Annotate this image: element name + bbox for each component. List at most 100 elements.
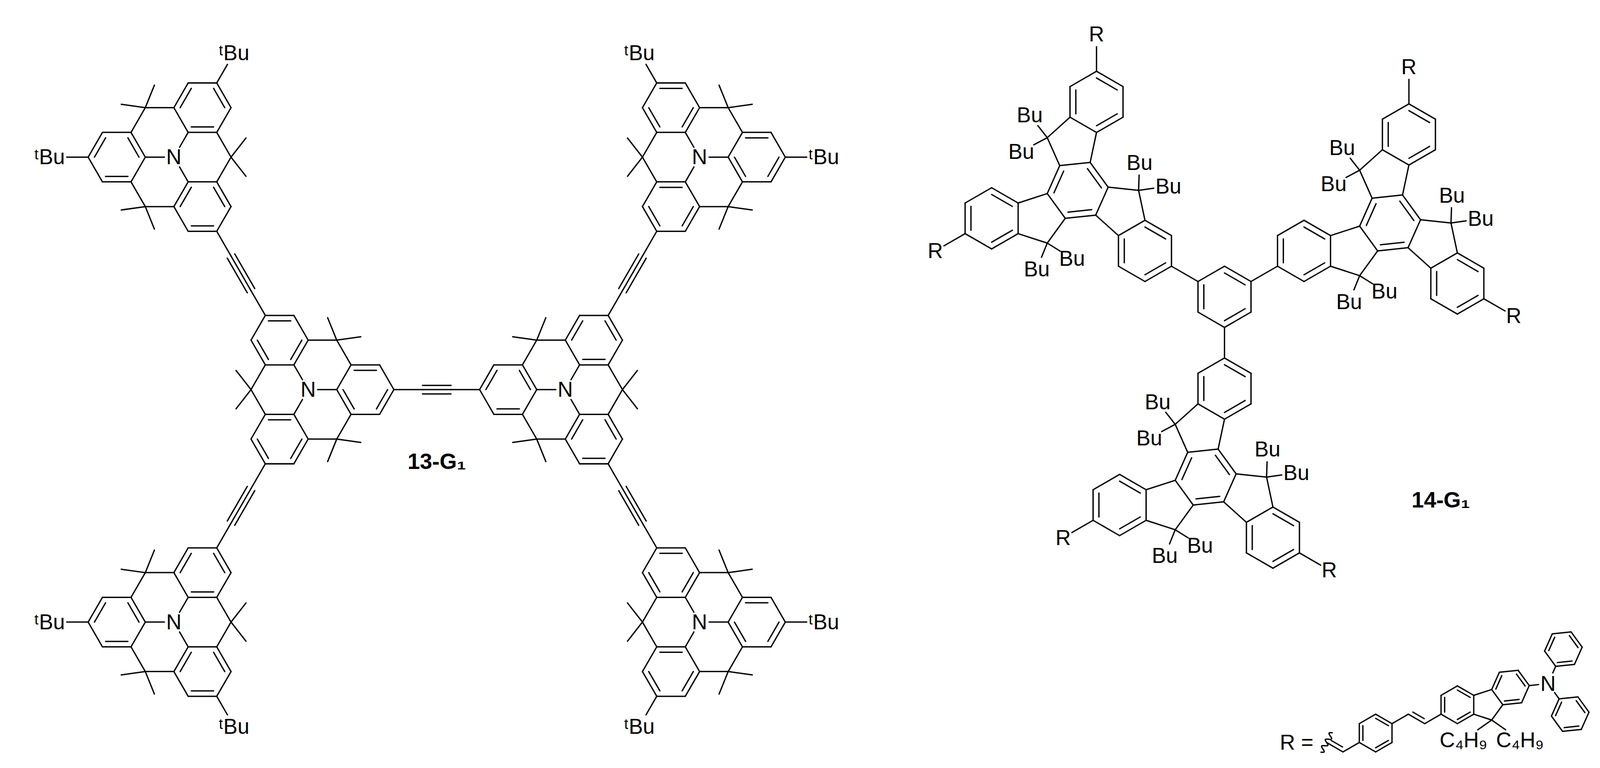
benzene-ring bbox=[216, 572, 232, 598]
benzene-ring bbox=[188, 131, 217, 134]
fluorene-ring bbox=[1521, 685, 1530, 704]
triple-bond bbox=[234, 490, 255, 526]
methyl-bond bbox=[336, 439, 361, 443]
methyl-bond bbox=[231, 603, 247, 623]
five-ring-bond bbox=[1330, 226, 1360, 237]
phenylene-ring bbox=[1359, 714, 1376, 724]
bridge-bond bbox=[145, 106, 174, 109]
single-bond bbox=[1391, 714, 1409, 724]
five-ring-bond bbox=[1402, 165, 1409, 196]
bridge-bond bbox=[216, 622, 232, 647]
methyl-bond bbox=[336, 336, 361, 341]
aryl-bond bbox=[1223, 327, 1226, 359]
truxene-outer-ring bbox=[1119, 520, 1147, 537]
benzene-ring bbox=[642, 182, 657, 207]
triple-bond bbox=[234, 253, 255, 289]
fluorene-ring bbox=[1440, 695, 1443, 715]
double-bond-line bbox=[94, 137, 106, 158]
bond-line bbox=[685, 631, 695, 647]
benzene-ring bbox=[216, 82, 232, 108]
benzene-ring bbox=[685, 646, 700, 672]
fluorene-ring bbox=[1499, 670, 1519, 673]
double-bond-line bbox=[681, 671, 694, 692]
butyl-chain-label: C₄H₉ bbox=[1439, 729, 1488, 751]
five-ring-bond bbox=[1235, 473, 1267, 478]
double-bond-line bbox=[1053, 170, 1064, 193]
butyl-label: Bu bbox=[1126, 152, 1153, 174]
methyl-bond bbox=[121, 104, 146, 108]
double-bond-line bbox=[1435, 271, 1438, 296]
double-bond-line bbox=[1098, 493, 1100, 518]
phenyl-ring bbox=[1574, 647, 1583, 665]
double-bond-line bbox=[354, 369, 377, 372]
double-bond-line bbox=[180, 652, 192, 672]
butyl-label: Bu bbox=[1467, 208, 1494, 230]
double-bond-line bbox=[1087, 168, 1102, 188]
triple-bond bbox=[618, 490, 640, 526]
double-bond-line bbox=[1067, 209, 1092, 212]
double-bond-line bbox=[1457, 712, 1470, 720]
bond-line bbox=[179, 132, 189, 148]
benzene-ring bbox=[188, 82, 217, 84]
single-bond bbox=[1424, 714, 1442, 724]
five-ring-bond bbox=[1330, 266, 1360, 276]
truxene-outer-ring bbox=[1382, 104, 1409, 120]
truxene-outer-ring bbox=[1246, 552, 1273, 569]
bridge-bond bbox=[699, 670, 729, 673]
bridge-bond bbox=[642, 132, 657, 158]
substituent-bond bbox=[216, 64, 228, 84]
truxene-core-ring bbox=[1372, 195, 1403, 199]
butyl-label: Bu bbox=[1329, 137, 1356, 159]
tert-butyl-label: ᵗBu bbox=[218, 42, 250, 64]
truxene-core-ring bbox=[1359, 198, 1373, 227]
fluorene-ring bbox=[1472, 695, 1475, 715]
benzene-ring bbox=[293, 414, 309, 440]
bridge-bond bbox=[608, 365, 623, 390]
truxene-outer-ring bbox=[1144, 220, 1172, 237]
nitrogen-atom: N bbox=[166, 611, 182, 633]
tert-butyl-label: ᵗBu bbox=[34, 611, 66, 633]
bridge-bond bbox=[131, 646, 146, 672]
benzene-ring bbox=[131, 132, 146, 158]
substituent-bond bbox=[785, 621, 807, 624]
truxene-core-ring bbox=[1047, 193, 1065, 219]
butyl-label: Bu bbox=[1023, 258, 1050, 280]
bridge-bond bbox=[336, 340, 352, 365]
central-benzene-ring bbox=[1197, 312, 1225, 328]
aryl-bond bbox=[1171, 266, 1198, 282]
double-bond-line bbox=[1399, 201, 1414, 221]
phenyl-ring bbox=[1551, 698, 1560, 717]
truxene-outer-ring bbox=[1070, 71, 1097, 87]
double-bond-line bbox=[991, 230, 1013, 243]
bridge-bond bbox=[145, 206, 174, 208]
benzene-ring bbox=[379, 365, 394, 390]
phenylene-ring bbox=[1391, 723, 1393, 743]
bridge-bond bbox=[250, 365, 266, 390]
benzene-ring bbox=[656, 646, 686, 648]
benzene-ring bbox=[88, 132, 103, 158]
benzene-ring bbox=[88, 157, 103, 182]
fluorene-ring bbox=[1502, 703, 1522, 706]
bridge-bond bbox=[536, 438, 565, 441]
bridge-bond bbox=[216, 157, 232, 182]
truxene-outer-ring bbox=[1382, 149, 1409, 166]
double-bond-line bbox=[268, 419, 291, 421]
nitrogen-atom: N bbox=[300, 379, 316, 401]
methyl-bond bbox=[236, 389, 251, 409]
benzene-ring bbox=[351, 364, 380, 366]
bond-line bbox=[685, 132, 695, 148]
benzene-ring bbox=[336, 365, 352, 390]
benzene-ring bbox=[608, 340, 623, 365]
substituent-bond bbox=[1359, 275, 1373, 284]
substituent-bond bbox=[645, 64, 657, 84]
truxene-outer-ring bbox=[1482, 268, 1485, 300]
r-group-label: R bbox=[1321, 559, 1338, 581]
bridge-bond bbox=[699, 206, 729, 208]
benzene-ring bbox=[479, 389, 495, 415]
double-bond-line bbox=[1203, 376, 1205, 401]
benzene-ring bbox=[493, 413, 523, 416]
bond-line bbox=[708, 621, 729, 624]
benzene-ring bbox=[293, 340, 309, 365]
double-bond-line bbox=[571, 320, 583, 341]
bridge-bond bbox=[699, 572, 729, 574]
